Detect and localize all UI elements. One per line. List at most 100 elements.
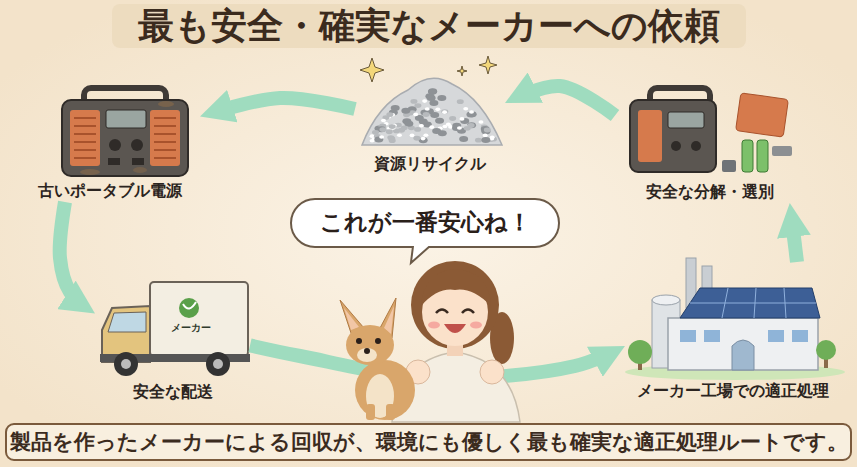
dog [340,298,415,420]
granule [430,112,439,118]
granule [387,135,394,140]
dog-part [355,360,415,420]
woman-part [436,310,448,314]
old-power-station-part [106,110,146,128]
step-label: 古いポータブル電源 [34,179,186,202]
recycled-material-pile [362,78,502,145]
old-power-station-part [62,100,188,176]
dog-part [356,338,362,344]
dog-part [375,338,381,344]
granule [464,126,471,131]
granule [441,109,448,114]
connector-group [60,86,797,379]
woman-part [428,322,440,329]
factory-part-part [680,330,696,342]
old-power-station-part-part [74,117,96,119]
granule [421,137,426,141]
factory-part [628,340,652,364]
sparkle-part [360,58,384,82]
caption-text: 製品を作ったメーカーによる回収が、環境にも優しく最も確実な適正処理ルートです。 [5,423,852,461]
dog-part [344,308,359,330]
woman-part [411,261,499,349]
old-power-station-part-part [154,149,176,151]
disassembled-power-station-part [671,141,681,151]
old-power-station-part [150,110,180,166]
factory-part [668,318,818,370]
old-power-station-part [109,139,121,151]
disassembled-power-station-part [736,93,789,137]
sparkle-part [457,66,467,76]
flow-arrow [200,98,355,117]
granule [460,118,469,124]
step-label: メーカー工場での適正処理 [633,379,833,402]
factory-part-part [792,330,808,342]
granule [419,124,424,128]
granule [428,88,437,94]
old-power-station-part [131,139,143,151]
granule [449,116,456,121]
granule [379,135,384,139]
flow-arrow [790,203,797,262]
factory-part [732,340,754,370]
disassembled-power-station-part [638,110,662,162]
dog-part [366,404,375,420]
old-power-station-part [70,110,100,166]
granule [386,112,393,117]
old-power-station [62,88,188,176]
granule [463,107,468,111]
factory-part-part [704,330,720,342]
factory-part-part [784,288,786,318]
factory-part [652,295,680,305]
step-node: 安全な分解・選別 [615,78,805,203]
disassembled-power-station-part [757,140,768,172]
step-node: 古いポータブル電源 [20,80,200,202]
granule [457,126,462,130]
bubble-shape [291,199,559,263]
granule [425,107,430,111]
truck-logo-text: メーカー [171,322,211,333]
delivery-truck [100,282,250,376]
delivery-truck-part [121,359,131,369]
delivery-truck-part [108,312,146,332]
delivery-truck-part [179,298,199,318]
step-label: 安全な配送 [129,380,217,403]
delivery-truck-part [206,352,230,376]
granule [481,137,490,143]
granule [397,133,402,137]
disassembled-power-station-part [668,112,704,128]
step-node: 資源リサイクル [355,55,505,175]
flow-arrow [505,86,615,116]
granule [483,134,488,138]
granule [389,124,396,129]
dog-part [346,325,394,365]
granule [475,138,482,143]
speech-bubble: これが一番安心ね！ [290,198,560,248]
sparkle-part [479,56,497,74]
disassembled-power-station-part [691,141,701,151]
woman-part [480,360,504,384]
old-power-station-part-part [154,141,176,143]
granule [429,125,434,129]
granule [423,133,428,137]
bubble-text: これが一番安心ね！ [314,209,537,237]
old-power-station-part-part [154,157,176,159]
granule [490,137,497,142]
old-power-station-part-part [154,133,176,135]
disassembled-power-station-part [772,146,792,156]
granule [459,136,468,142]
old-power-station-part [132,158,144,165]
granule [391,105,400,111]
old-power-station-part-part [74,157,96,159]
granule [410,99,417,104]
old-power-station-part-part [74,125,96,127]
recycled-material-pile-part [362,78,502,145]
granule [423,112,430,117]
granule [414,127,421,132]
granule [437,95,446,101]
delivery-truck-part [150,282,248,356]
old-power-station-part-part [74,149,96,151]
granule [413,113,418,117]
delivery-truck-part [213,359,223,369]
granule [410,134,415,138]
